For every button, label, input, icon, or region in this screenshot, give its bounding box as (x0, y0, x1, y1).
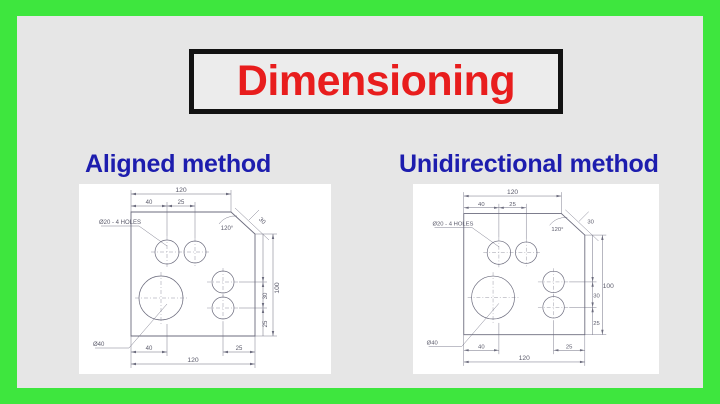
dim-right-overall: 100 (603, 283, 614, 290)
aligned-method-panel: 120 40 25 100 30 25 120 40 25 30 120° Ø2… (79, 184, 331, 374)
note-big-hole: Ø40 (93, 342, 105, 348)
dim-right-b: 25 (593, 321, 600, 327)
dim-angle: 120° (551, 227, 563, 233)
note-holes: Ø20 - 4 HOLES (99, 220, 141, 226)
dim-angle: 120° (221, 226, 234, 232)
dim-top-overall: 120 (175, 187, 187, 194)
dim-chamfer: 30 (257, 217, 266, 226)
note-big-hole: Ø40 (427, 340, 439, 346)
dim-bottom-overall: 120 (519, 355, 530, 362)
unidirectional-method-svg: 120 40 25 100 30 25 120 40 25 30 120° Ø2… (427, 189, 614, 366)
part-outline (130, 211, 256, 337)
dim-chamfer: 30 (587, 219, 594, 225)
title-box: Dimensioning (189, 49, 563, 114)
dim-bottom-a: 40 (478, 344, 485, 350)
part-outline (463, 213, 586, 336)
note-holes: Ø20 - 4 HOLES (433, 221, 474, 227)
heading-unidirectional-method: Unidirectional method (399, 150, 659, 178)
heading-aligned-method: Aligned method (85, 150, 272, 178)
dim-right-a: 30 (593, 294, 600, 300)
slide-canvas: Dimensioning Aligned method Unidirection… (17, 16, 703, 388)
dim-right-a: 30 (263, 292, 269, 299)
dim-bottom-b: 25 (566, 344, 573, 350)
dim-bottom-a: 40 (146, 346, 153, 352)
dim-right-b: 25 (263, 320, 269, 327)
dim-top-a: 40 (478, 202, 485, 208)
aligned-method-svg: 120 40 25 100 30 25 120 40 25 30 120° Ø2… (93, 187, 281, 368)
dim-bottom-b: 25 (236, 346, 243, 352)
page-title: Dimensioning (236, 57, 516, 105)
dim-right-overall: 100 (274, 282, 281, 294)
dim-top-b: 25 (178, 200, 185, 206)
dim-top-a: 40 (146, 200, 153, 206)
dim-top-overall: 120 (507, 189, 518, 196)
dim-bottom-overall: 120 (187, 357, 199, 364)
unidirectional-method-panel: 120 40 25 100 30 25 120 40 25 30 120° Ø2… (413, 184, 659, 374)
dim-top-b: 25 (509, 202, 516, 208)
